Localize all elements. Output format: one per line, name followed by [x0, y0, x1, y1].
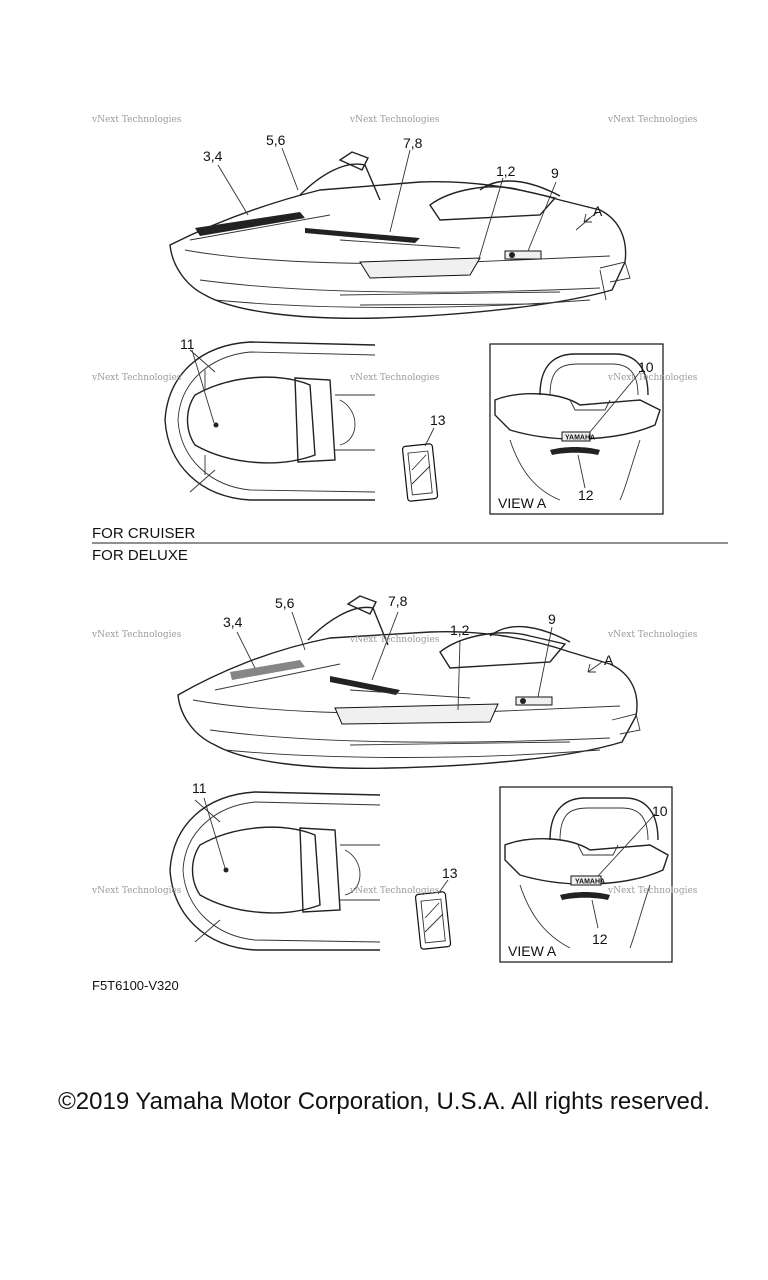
- callout-5-6: 5,6: [266, 132, 286, 148]
- watermark: vNext Technologies: [349, 886, 440, 896]
- callout-9: 9: [551, 165, 559, 181]
- watercraft-side-view-deluxe: [177, 595, 641, 769]
- callout-7-8: 7,8: [388, 593, 408, 609]
- view-a-box-cruiser: [489, 343, 664, 515]
- callout-view-a-arrow: A: [604, 652, 614, 668]
- caption-for-deluxe: FOR DELUXE: [92, 547, 188, 564]
- callout-1-2: 1,2: [496, 163, 516, 179]
- caption-for-cruiser: FOR CRUISER: [92, 525, 196, 542]
- callout-13: 13: [442, 865, 458, 881]
- watermark: vNext Technologies: [607, 115, 698, 125]
- view-a-label: VIEW A: [498, 495, 547, 511]
- watermark: vNext Technologies: [91, 886, 182, 896]
- watermark: vNext Technologies: [607, 886, 698, 896]
- watermark: vNext Technologies: [349, 635, 440, 645]
- callout-11: 11: [180, 336, 195, 352]
- callout-13: 13: [430, 412, 446, 428]
- callout-3-4: 3,4: [203, 148, 223, 164]
- watermark: vNext Technologies: [349, 373, 440, 383]
- watermark: vNext Technologies: [91, 630, 182, 640]
- part-code: F5T6100-V320: [92, 978, 179, 993]
- callout-10: 10: [638, 359, 654, 375]
- callout-12: 12: [592, 931, 608, 947]
- sticker-13-deluxe: [414, 891, 452, 950]
- view-a-stern-deluxe: YAMAHA: [504, 797, 669, 949]
- callout-view-a-arrow: A: [593, 203, 603, 219]
- watermark: vNext Technologies: [349, 115, 440, 125]
- yamaha-decal-text: YAMAHA: [575, 879, 605, 886]
- view-a-label: VIEW A: [508, 943, 557, 959]
- watercraft-top-view-cruiser: [164, 341, 376, 501]
- watermark: vNext Technologies: [91, 115, 182, 125]
- callout-11: 11: [192, 780, 207, 796]
- copyright-notice: ©2019 Yamaha Motor Corporation, U.S.A. A…: [58, 1088, 710, 1115]
- callout-3-4: 3,4: [223, 614, 243, 630]
- cruiser-section: 3,4 5,6 7,8 1,2 9 A 11 13: [91, 115, 698, 515]
- callout-12: 12: [578, 487, 594, 503]
- parts-diagram: 3,4 5,6 7,8 1,2 9 A 11 13: [91, 115, 728, 993]
- callout-9: 9: [548, 611, 556, 627]
- callout-7-8: 7,8: [403, 135, 423, 151]
- view-a-box-deluxe: [499, 786, 673, 963]
- deluxe-section: 3,4 5,6 7,8 1,2 9 A 11 13: [91, 593, 698, 963]
- watermark: vNext Technologies: [91, 373, 182, 383]
- callout-1-2: 1,2: [450, 622, 470, 638]
- watercraft-side-view-cruiser: [169, 151, 631, 319]
- watermark: vNext Technologies: [607, 630, 698, 640]
- callout-10: 10: [652, 803, 668, 819]
- yamaha-decal-text: YAMAHA: [565, 435, 595, 442]
- watercraft-top-view-deluxe: [169, 791, 381, 951]
- view-a-stern-cruiser: YAMAHA: [494, 353, 661, 501]
- callout-5-6: 5,6: [275, 595, 295, 611]
- watermark: vNext Technologies: [607, 373, 698, 383]
- sticker-13-cruiser: [401, 443, 439, 502]
